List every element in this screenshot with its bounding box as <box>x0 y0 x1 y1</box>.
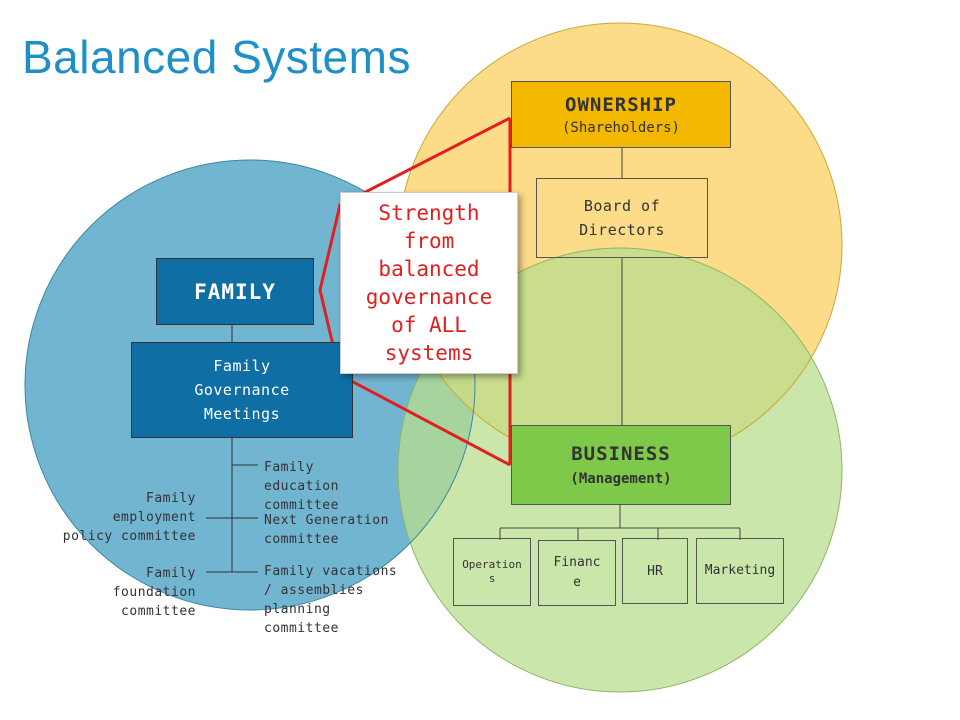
next-generation-committee: Next Generation committee <box>264 513 389 547</box>
family-education-committee: Family education committee <box>264 460 339 513</box>
department-operations-label: Operations <box>462 558 522 585</box>
ownership-box: OWNERSHIP (Shareholders) <box>511 81 731 148</box>
department-marketing: Marketing <box>696 538 784 604</box>
page-title: Balanced Systems <box>22 31 411 83</box>
family-governance-box: Family Governance Meetings <box>131 342 353 438</box>
callout-text: Strength from balanced governance of ALL… <box>365 201 493 365</box>
board-of-directors-box: Board of Directors <box>536 178 708 258</box>
callout-connector-lines <box>318 116 511 467</box>
family-vacations-committee: Family vacations / assemblies planning c… <box>264 564 398 636</box>
department-finance-label: Finance <box>553 555 601 590</box>
balanced-governance-callout: Strength from balanced governance of ALL… <box>340 192 518 374</box>
ownership-subtitle: (Shareholders) <box>561 119 680 136</box>
department-finance: Finance <box>538 540 616 606</box>
department-hr: HR <box>622 538 688 604</box>
family-foundation-committee: Family foundation committee <box>112 566 196 619</box>
family-governance-label: Family Governance Meetings <box>194 357 290 423</box>
department-operations: Operations <box>453 538 531 606</box>
family-box: FAMILY <box>156 258 314 325</box>
business-subtitle: (Management) <box>570 471 672 487</box>
department-marketing-label: Marketing <box>704 563 776 578</box>
family-employment-policy-committee: Family employment policy committee <box>62 491 196 544</box>
department-hr-label: HR <box>647 563 663 579</box>
ownership-title: OWNERSHIP <box>565 93 677 116</box>
business-title: BUSINESS <box>571 443 671 465</box>
business-box: BUSINESS (Management) <box>511 425 731 505</box>
family-title: FAMILY <box>194 279 276 304</box>
board-label: Board of Directors <box>579 197 665 239</box>
